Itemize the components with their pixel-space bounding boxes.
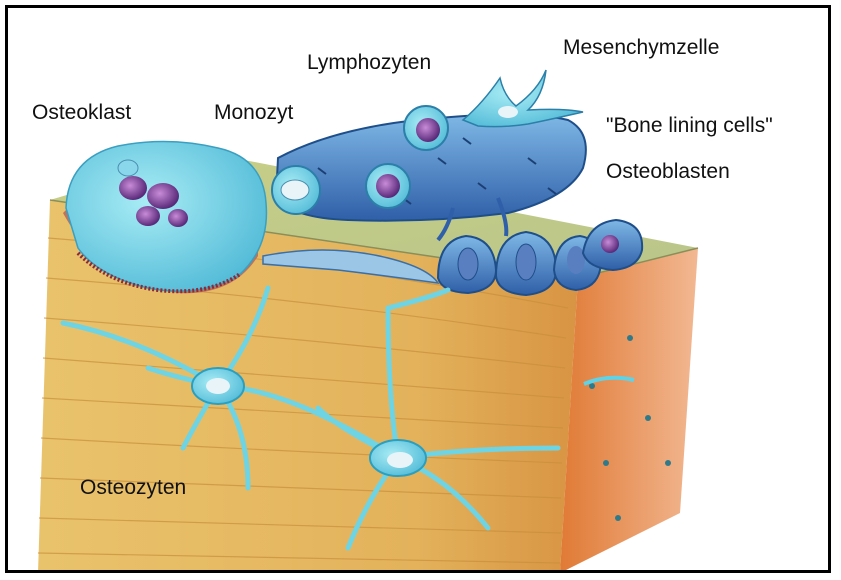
label-bone-lining-cells: "Bone lining cells" <box>606 114 773 138</box>
label-osteoblasten: Osteoblasten <box>606 160 730 184</box>
label-mesenchymzelle: Mesenchymzelle <box>563 36 719 60</box>
bone-side-face <box>560 248 698 573</box>
label-monozyt: Monozyt <box>214 101 293 125</box>
label-osteozyten: Osteozyten <box>80 476 186 500</box>
label-osteoklast: Osteoklast <box>32 101 131 125</box>
mesenchymal-cell <box>463 70 583 127</box>
lymphocyte-cell <box>404 106 448 150</box>
label-lymphozyten: Lymphozyten <box>307 51 431 75</box>
diagram-frame: Osteoklast Monozyt Lymphozyten Mesenchym… <box>5 5 831 573</box>
